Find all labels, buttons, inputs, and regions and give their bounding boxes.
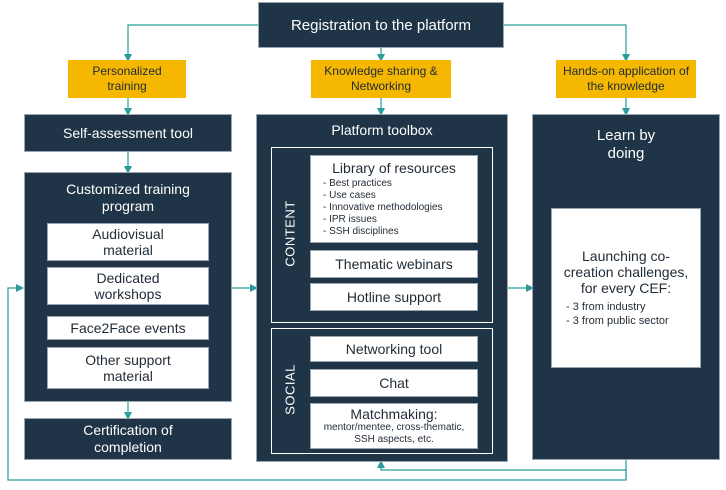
library-item: - SSH disciplines [323, 226, 399, 237]
self-assessment-box: Self-assessment tool [24, 114, 232, 152]
chat-box: Chat [310, 369, 478, 397]
branch-label-knowledge: Knowledge sharing & Networking [311, 60, 451, 98]
branch-label-handson: Hands-on application of the knowledge [556, 60, 696, 98]
library-item: - IPR issues [323, 214, 377, 225]
item-audiovisual: Audiovisual material [47, 223, 209, 261]
platform-toolbox-title: Platform toolbox [331, 122, 433, 138]
matchmaking-title: Matchmaking: [350, 406, 438, 422]
content-label: CONTENT [282, 200, 298, 267]
library-list: - Best practices - Use cases - Innovativ… [319, 178, 443, 238]
item-face2face: Face2Face events [47, 316, 209, 340]
hotline-support-box: Hotline support [310, 283, 478, 311]
item-other-support: Other support material [47, 347, 209, 389]
branch-label-personalized: Personalized training [68, 60, 186, 98]
learn-by-doing-box: Learn by doing Launching co-creation cha… [532, 114, 720, 460]
item-workshops: Dedicated workshops [47, 267, 209, 305]
launch-item: - 3 from public sector [566, 315, 669, 327]
self-assessment-label: Self-assessment tool [63, 125, 193, 141]
registration-label: Registration to the platform [290, 16, 472, 34]
library-box: Library of resources - Best practices - … [310, 155, 478, 243]
thematic-webinars-box: Thematic webinars [310, 250, 478, 278]
customized-training-box: Customized training program Audiovisual … [24, 172, 232, 402]
matchmaking-box: Matchmaking: mentor/mentee, cross-themat… [310, 403, 478, 449]
certification-box: Certification of completion [24, 418, 232, 460]
certification-label: Certification of completion [83, 422, 173, 455]
content-group: CONTENT Library of resources - Best prac… [271, 147, 493, 323]
launch-item: - 3 from industry [566, 301, 646, 313]
social-label: SOCIAL [282, 364, 298, 415]
registration-box: Registration to the platform [258, 2, 504, 48]
matchmaking-subtitle: mentor/mentee, cross-thematic, SSH aspec… [323, 422, 465, 445]
social-group: SOCIAL Networking tool Chat Matchmaking:… [271, 328, 493, 454]
library-item: - Best practices [323, 178, 392, 189]
launch-challenges-title: Launching co-creation challenges, for ev… [563, 248, 689, 296]
library-item: - Innovative methodologies [323, 202, 443, 213]
launch-challenges-box: Launching co-creation challenges, for ev… [551, 208, 701, 368]
platform-toolbox-box: Platform toolbox CONTENT Library of reso… [256, 114, 508, 462]
library-item: - Use cases [323, 190, 376, 201]
learn-by-doing-title: Learn by doing [596, 127, 656, 162]
library-title: Library of resources [332, 160, 456, 176]
networking-tool-box: Networking tool [310, 336, 478, 362]
customized-training-title: Customized training program [66, 181, 190, 214]
